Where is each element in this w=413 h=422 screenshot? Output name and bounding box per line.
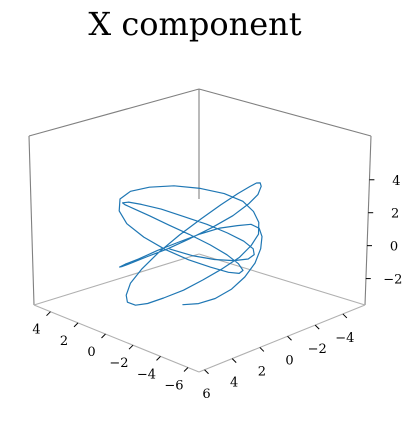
trajectory-layer	[118, 182, 263, 306]
x-tick-mark	[73, 322, 79, 328]
y-tick-label: −4	[335, 331, 354, 346]
floor-left-edge	[33, 253, 200, 306]
x-axis-line	[33, 304, 200, 373]
x-tick-mark	[128, 344, 134, 350]
trajectory-line	[118, 182, 263, 306]
axes-box	[28, 88, 372, 373]
y-axis-line	[198, 304, 366, 373]
x-tick-label: 0	[87, 345, 95, 360]
x-tick-label: −4	[137, 367, 156, 382]
y-tick-mark	[287, 335, 292, 341]
x-tick-label: 4	[32, 323, 40, 338]
y-tick-label: −2	[308, 342, 327, 357]
back-top-right-edge	[198, 88, 372, 137]
y-tick-label: 4	[230, 376, 238, 391]
y-tick-mark	[259, 347, 265, 352]
axis-ticks: 4 2 0 −2 −4 −6 6 4 2 0 −2 −4 4 2 0 −2	[32, 174, 402, 402]
y-tick-mark	[314, 324, 320, 330]
x-tick-mark	[46, 311, 51, 317]
x-tick-mark	[183, 367, 189, 372]
x-tick-label: −6	[164, 379, 183, 394]
y-tick-label: 2	[258, 364, 266, 379]
left-vertical-edge	[28, 135, 35, 306]
z-tick-label: −2	[383, 273, 402, 288]
z-tick-label: 2	[391, 207, 399, 222]
y-tick-label: 0	[285, 353, 293, 368]
z-tick-label: 4	[392, 174, 400, 189]
x-tick-label: −2	[109, 356, 128, 371]
x-tick-mark	[156, 356, 161, 361]
floor-right-edge	[198, 253, 366, 306]
y-tick-mark	[231, 358, 237, 363]
z-tick-label: 0	[390, 240, 398, 255]
y-tick-mark	[342, 313, 348, 319]
right-vertical-edge	[364, 135, 372, 306]
chart-title: X component	[88, 5, 301, 43]
x-tick-mark	[101, 333, 106, 339]
y-tick-mark	[204, 369, 209, 375]
x-tick-label: 2	[60, 334, 68, 349]
y-tick-label: 6	[202, 387, 210, 402]
back-top-left-edge	[28, 88, 200, 137]
